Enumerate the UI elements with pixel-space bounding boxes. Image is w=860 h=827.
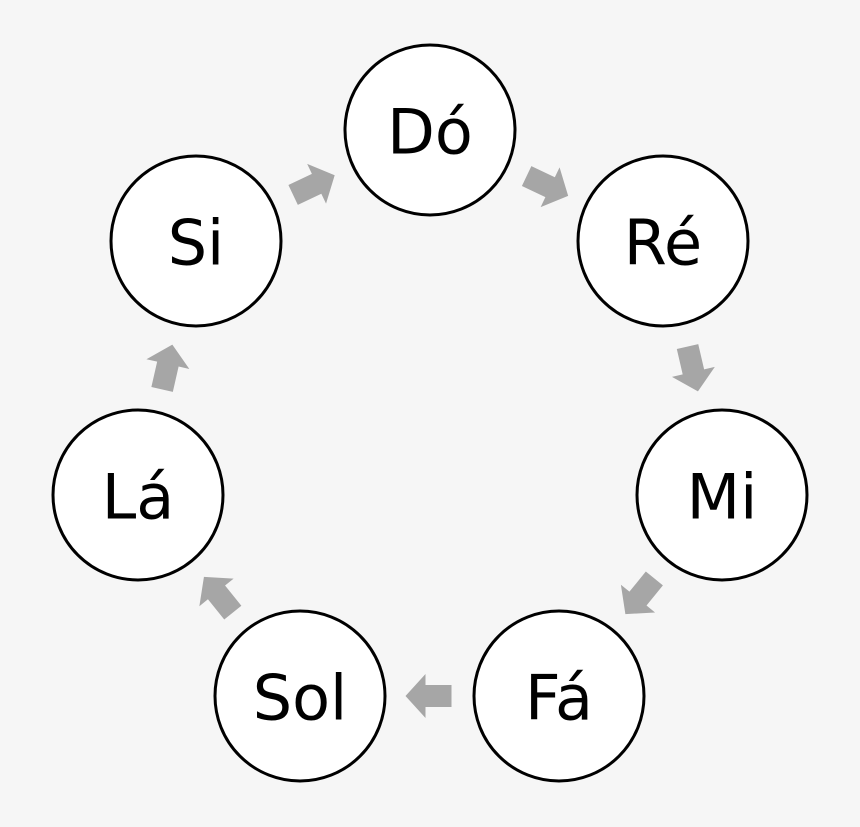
node-circle	[635, 408, 809, 582]
arrow-icon	[671, 344, 715, 392]
node-circle	[576, 154, 750, 328]
node-circle	[213, 609, 387, 783]
node-label: Ré	[624, 207, 702, 280]
node-label: Sol	[253, 662, 348, 735]
node-label: Dó	[387, 96, 473, 169]
node-label: Lá	[102, 461, 175, 534]
arrow-icon	[405, 674, 452, 718]
arrow-la-to-si	[146, 344, 190, 392]
node-label: Si	[168, 207, 225, 280]
node-circle	[472, 609, 646, 783]
node-label: Mi	[687, 461, 758, 534]
arrows-layer	[146, 163, 715, 718]
arrow-icon	[620, 571, 663, 615]
arrow-si-to-do	[288, 163, 335, 205]
node-circle	[343, 43, 517, 217]
node-mi: Mi	[635, 408, 809, 582]
arrow-re-to-mi	[671, 344, 715, 392]
arrow-icon	[288, 163, 335, 205]
node-do: Dó	[343, 43, 517, 217]
node-fa: Fá	[472, 609, 646, 783]
node-sol: Sol	[213, 609, 387, 783]
node-la: Lá	[51, 408, 225, 582]
arrow-mi-to-fa	[620, 571, 663, 615]
node-re: Ré	[576, 154, 750, 328]
node-label: Fá	[525, 662, 593, 735]
arrow-icon	[146, 344, 190, 392]
node-circle	[109, 154, 283, 328]
node-si: Si	[109, 154, 283, 328]
arrow-do-to-re	[521, 166, 569, 208]
node-circle	[51, 408, 225, 582]
arrow-icon	[521, 166, 569, 208]
arrow-icon	[199, 576, 242, 620]
arrow-sol-to-la	[199, 576, 242, 620]
arrow-fa-to-sol	[405, 674, 452, 718]
